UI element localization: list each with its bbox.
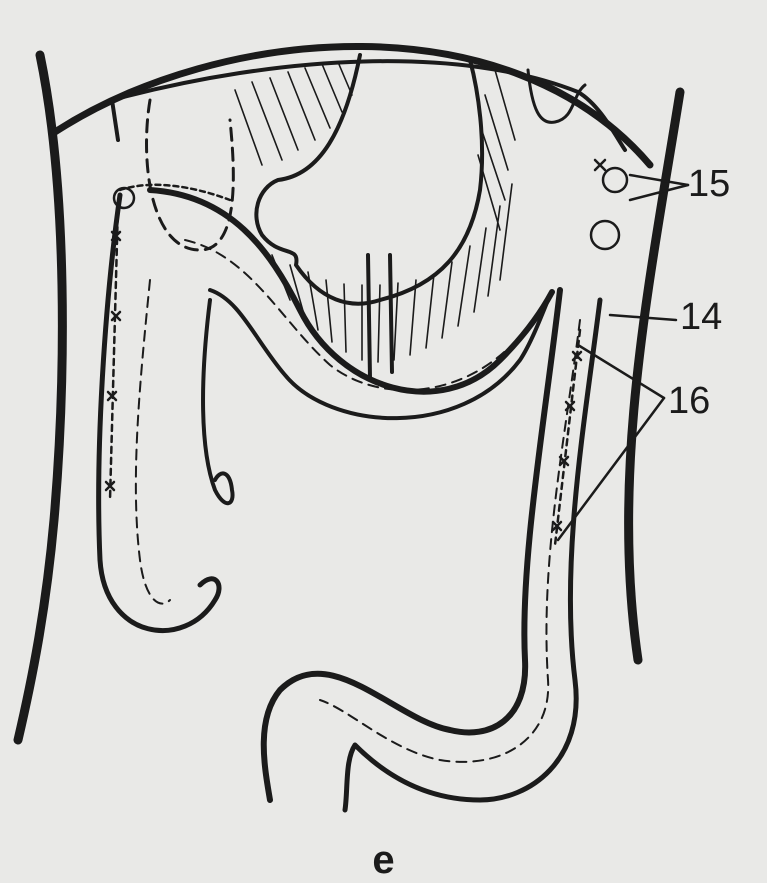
left-suture-line bbox=[106, 185, 230, 500]
left-limb-inner bbox=[203, 300, 233, 503]
left-dashed-curve bbox=[147, 100, 234, 250]
label-14: 14 bbox=[680, 298, 722, 336]
left-abdominal-wall bbox=[18, 55, 62, 740]
figure-caption: e bbox=[0, 838, 767, 883]
wound-arch bbox=[55, 46, 650, 165]
left-limb-dash bbox=[136, 280, 170, 604]
label-15: 15 bbox=[688, 165, 730, 203]
midline-sutures bbox=[368, 255, 392, 378]
label-16: 16 bbox=[668, 382, 710, 420]
